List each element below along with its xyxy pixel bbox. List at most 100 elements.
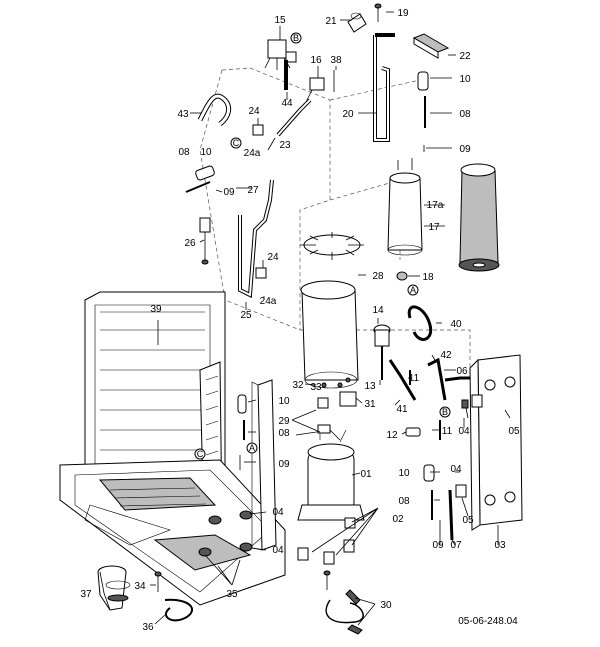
label-04-coil-upper: 04 — [272, 507, 284, 518]
pipe-41 — [388, 359, 417, 401]
label-27: 27 — [247, 185, 259, 196]
insulation-top-disk — [300, 232, 364, 260]
part-labels: 15 21 19 22 10 08 09 16 38 44 20 43 24 2… — [80, 8, 520, 633]
label-21: 21 — [325, 16, 337, 27]
pipe-43 — [197, 93, 232, 126]
sensor-08-left — [185, 181, 211, 193]
label-15: 15 — [274, 15, 286, 26]
marker-a-left: A — [249, 443, 255, 453]
label-19: 19 — [397, 8, 409, 19]
accumulator — [387, 158, 423, 256]
marker-c-top: C — [233, 138, 240, 148]
label-20: 20 — [342, 109, 354, 120]
label-30: 30 — [380, 600, 392, 611]
label-17a: 17a — [427, 200, 444, 211]
label-08-left: 08 — [178, 147, 190, 158]
label-10-left: 10 — [200, 147, 212, 158]
label-24a-bottom: 24a — [260, 296, 277, 307]
label-14: 14 — [372, 305, 384, 316]
label-08-top: 08 — [459, 109, 471, 120]
label-09-right: 09 — [432, 540, 444, 551]
label-24-bottom: 24 — [267, 252, 279, 263]
label-38: 38 — [330, 55, 342, 66]
label-10-top: 10 — [459, 74, 471, 85]
pipe-42 — [427, 357, 447, 401]
part-04-upper — [461, 399, 469, 409]
label-09-top: 09 — [459, 144, 471, 155]
terminal-parts — [295, 377, 357, 441]
label-36: 36 — [142, 622, 154, 633]
label-13: 13 — [364, 381, 376, 392]
label-01: 01 — [360, 469, 372, 480]
bolt-34 — [154, 571, 162, 592]
label-29: 29 — [278, 416, 290, 427]
label-35: 35 — [226, 589, 238, 600]
marker-a-right: A — [410, 285, 416, 295]
label-06: 06 — [456, 366, 468, 377]
leader-lines — [99, 11, 511, 626]
label-02: 02 — [392, 514, 404, 525]
rubber-dampers — [198, 510, 253, 557]
label-34: 34 — [134, 581, 146, 592]
label-08-coil: 08 — [278, 428, 290, 439]
label-05-lower: 05 — [462, 515, 474, 526]
filter-12 — [405, 427, 421, 437]
sensor-26 — [199, 217, 211, 265]
label-32: 32 — [292, 380, 304, 391]
accumulator-insulation — [458, 163, 500, 272]
label-24-top: 24 — [248, 106, 260, 117]
label-17: 17 — [428, 222, 440, 233]
label-22: 22 — [459, 51, 471, 62]
label-18: 18 — [422, 272, 434, 283]
label-25: 25 — [240, 310, 252, 321]
grommet-18 — [396, 271, 408, 281]
sensor-10-coil — [237, 394, 247, 414]
part-06 — [444, 376, 470, 382]
label-39: 39 — [150, 304, 162, 315]
label-44: 44 — [281, 98, 293, 109]
label-10-coil: 10 — [278, 396, 290, 407]
label-04-upper: 04 — [458, 426, 470, 437]
label-12: 12 — [386, 430, 398, 441]
base-plate — [59, 459, 286, 606]
label-42: 42 — [440, 350, 452, 361]
label-26: 26 — [184, 238, 196, 249]
marker-b-top: B — [293, 33, 299, 43]
sensor-10-left — [195, 165, 215, 181]
drain-hose — [164, 598, 193, 622]
pipe-19 — [374, 3, 382, 22]
label-07: 07 — [450, 540, 462, 551]
drawing-number: 05-06-248.04 — [458, 616, 518, 627]
cable-30 — [325, 589, 364, 635]
label-33: 33 — [310, 382, 322, 393]
marker-circles: B C A B C A — [194, 32, 451, 460]
part-07 — [448, 489, 454, 541]
label-24a-top: 24a — [244, 148, 261, 159]
label-41: 41 — [396, 404, 408, 415]
valve-21 — [347, 12, 367, 33]
label-11-lower: 11 — [442, 426, 453, 437]
insulation-jacket — [300, 280, 359, 389]
valve-14 — [373, 324, 391, 380]
label-05-upper: 05 — [508, 426, 520, 437]
label-04-coil-lower: 04 — [272, 545, 284, 556]
pipe-20 — [373, 33, 395, 142]
four-way-valve — [264, 39, 297, 70]
marker-b-right: B — [442, 407, 448, 417]
marker-c-left: C — [197, 449, 204, 459]
label-31: 31 — [364, 399, 376, 410]
sensor-10-right — [423, 464, 435, 482]
part-24a-bottom — [255, 267, 267, 279]
label-23: 23 — [279, 140, 291, 151]
label-11-upper: 11 — [409, 373, 420, 384]
label-16: 16 — [310, 55, 322, 66]
label-10-right: 10 — [398, 468, 410, 479]
label-09-coil: 09 — [278, 459, 290, 470]
label-08-right: 08 — [398, 496, 410, 507]
compressor — [297, 424, 365, 521]
plate-heat-exchanger — [469, 354, 523, 531]
pipe-40 — [407, 305, 433, 341]
drain-fitting — [97, 565, 131, 611]
part-24a-top — [252, 124, 264, 136]
